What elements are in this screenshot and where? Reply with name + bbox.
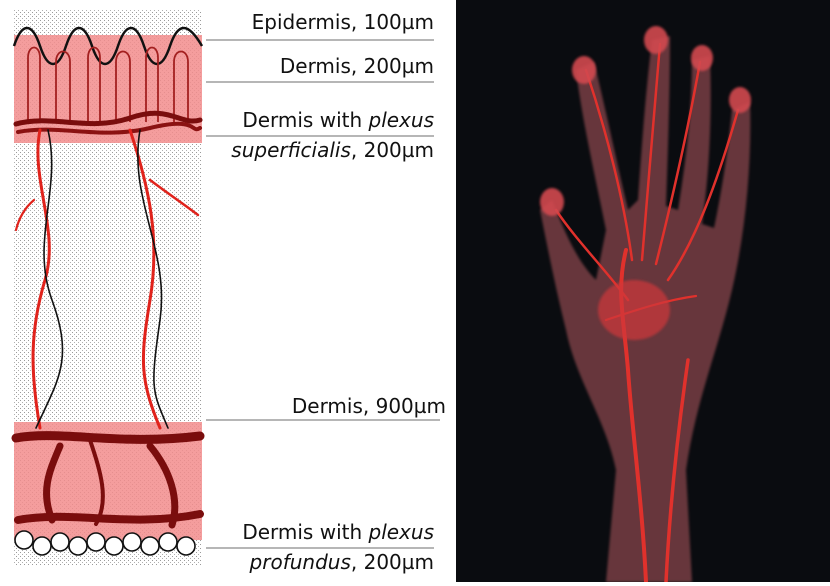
label-epidermis: Epidermis, 100µm [252, 10, 434, 34]
label-dermis-200-text: Dermis, 200µm [280, 54, 434, 78]
hand-vessel-illustration [456, 0, 830, 582]
label-profundus-prefix: Dermis with [242, 520, 368, 544]
label-underlines [200, 0, 440, 582]
label-plexus-superficialis: Dermis with plexus superficialis, 200µm [231, 108, 434, 162]
label-plexus-profundus: Dermis with plexus profundus, 200µm [242, 520, 434, 574]
label-superficialis-term: superficialis [231, 138, 351, 162]
label-dermis-900: Dermis, 900µm [292, 394, 446, 418]
label-dermis-900-text: Dermis, 900µm [292, 394, 446, 418]
label-epidermis-text: Epidermis, 100µm [252, 10, 434, 34]
hand-vascular-cast-photo [456, 0, 830, 582]
skin-cross-section-diagram [0, 0, 210, 582]
label-profundus-suffix: , 200µm [351, 550, 434, 574]
palmar-vessel-cluster [598, 280, 670, 340]
label-superficialis-prefix: Dermis with [242, 108, 368, 132]
label-dermis-200: Dermis, 200µm [280, 54, 434, 78]
label-profundus-term: profundus [250, 550, 351, 574]
label-profundus-plexus: plexus [369, 520, 435, 544]
label-superficialis-plexus: plexus [369, 108, 435, 132]
label-superficialis-suffix: , 200µm [351, 138, 434, 162]
